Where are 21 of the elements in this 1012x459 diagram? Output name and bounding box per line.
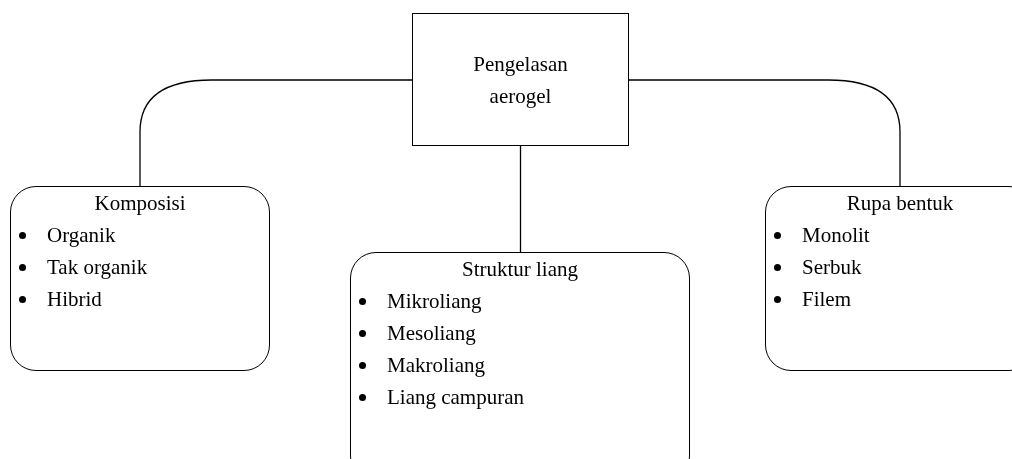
bullet-item: Mesoliang bbox=[351, 317, 689, 349]
bullet-item: Makroliang bbox=[351, 349, 689, 381]
bullet-item: Mikroliang bbox=[351, 285, 689, 317]
box-heading: Komposisi bbox=[93, 190, 187, 217]
box-heading: Rupa bentuk bbox=[845, 190, 955, 217]
box-heading: Struktur liang bbox=[460, 256, 580, 283]
category-box bbox=[10, 186, 270, 371]
bullet-item: Tak organik bbox=[11, 251, 269, 283]
connector-line bbox=[628, 79, 901, 187]
connector-line bbox=[519, 145, 522, 253]
bullet-item: Monolit bbox=[766, 219, 1012, 251]
root-box bbox=[412, 13, 629, 146]
bullet-item: Hibrid bbox=[11, 283, 269, 315]
box-heading: Pengelasan aerogel bbox=[472, 50, 569, 110]
category-box bbox=[765, 186, 1012, 371]
bullet-item: Organik bbox=[11, 219, 269, 251]
bullet-item: Liang campuran bbox=[351, 381, 689, 413]
connector-line bbox=[139, 79, 413, 187]
category-box bbox=[350, 252, 690, 459]
bullet-item: Serbuk bbox=[766, 251, 1012, 283]
bullet-item: Filem bbox=[766, 283, 1012, 315]
